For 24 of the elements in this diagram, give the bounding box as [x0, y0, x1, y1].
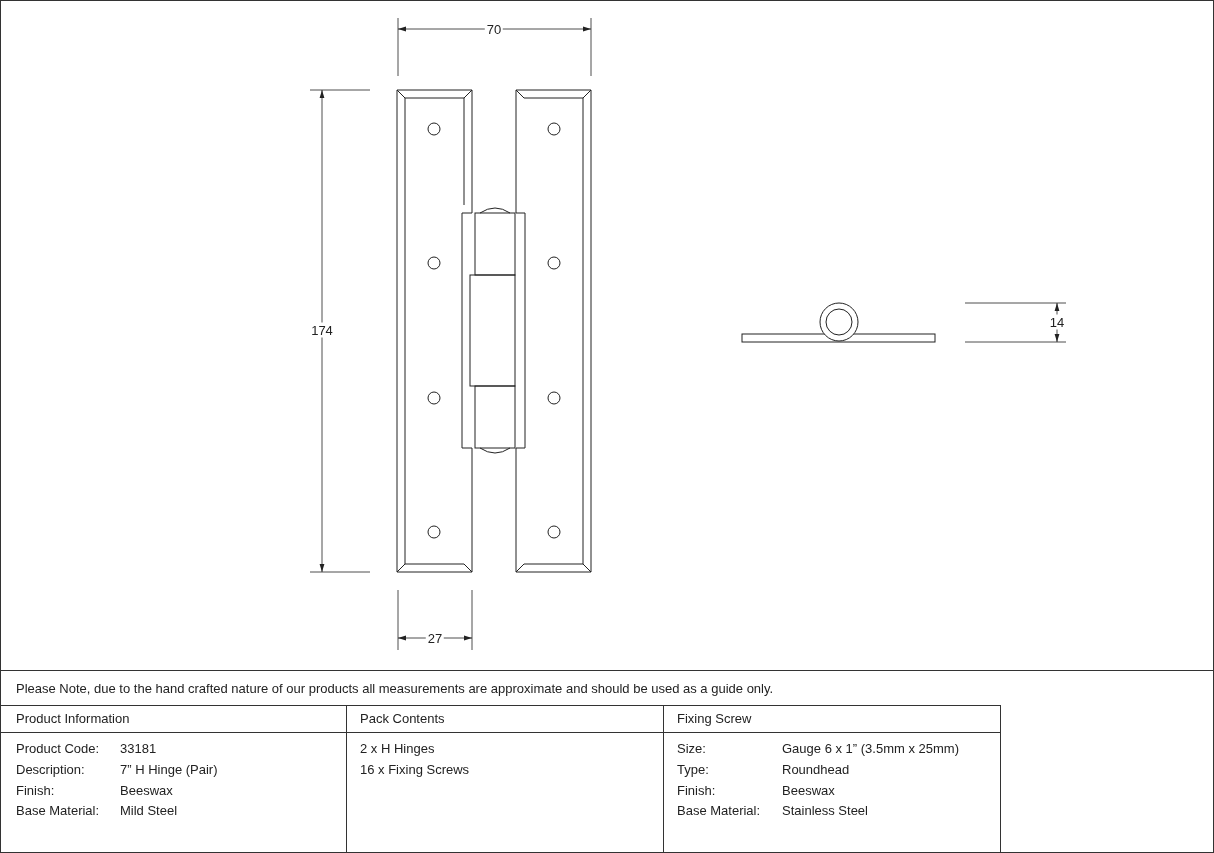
field-name: Base Material:: [677, 803, 761, 819]
field-value: Gauge 6 x 1” (3.5mm x 25mm): [782, 741, 959, 757]
column-heading: Fixing Screw: [677, 711, 752, 727]
field-name: Product Code:: [16, 741, 100, 757]
field-name: Type:: [677, 762, 709, 778]
note-text: Please Note, due to the hand crafted nature of our products all measurements are approximate and should be used as a guide only.: [16, 681, 774, 697]
dimension-label: 174: [309, 322, 335, 338]
field-name: Size:: [677, 741, 706, 757]
field-value: Beeswax: [782, 783, 835, 799]
field-name: Description:: [16, 762, 85, 778]
column-heading: Pack Contents: [360, 711, 445, 727]
field-value: 16 x Fixing Screws: [360, 762, 470, 778]
field-name: Base Material:: [16, 803, 100, 819]
field-value: Stainless Steel: [782, 803, 868, 819]
field-value: Mild Steel: [120, 803, 178, 819]
field-name: Finish:: [677, 783, 716, 799]
field-value: 7” H Hinge (Pair): [120, 762, 218, 778]
field-value: Beeswax: [120, 783, 173, 799]
field-value: 33181: [120, 741, 157, 757]
field-value: Roundhead: [782, 762, 850, 778]
field-name: Finish:: [16, 783, 55, 799]
column-heading: Product Information: [16, 711, 130, 727]
field-value: 2 x H Hinges: [360, 741, 435, 757]
dimension-label: 14: [1047, 314, 1067, 330]
